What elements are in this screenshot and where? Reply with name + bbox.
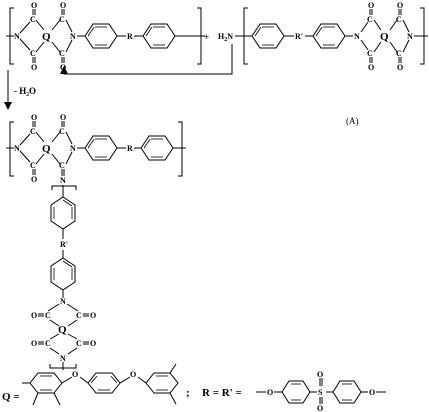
svg-text:O: O [31,113,37,122]
svg-text:R = R' =: R = R' = [202,387,242,399]
svg-text:C: C [59,49,65,58]
svg-text:N: N [14,144,20,153]
svg-text:N: N [60,354,66,363]
svg-text:C: C [367,15,373,24]
svg-text:C: C [59,161,65,170]
svg-text:N: N [70,144,76,153]
svg-text:N: N [60,297,66,306]
svg-text:N: N [354,32,360,41]
reactant-polyimide: N C C O O Q C C O O N R [6,1,205,72]
legend-separator: ; [186,387,190,399]
svg-text:O: O [72,370,78,379]
plus-sign: + [204,32,209,42]
svg-text:Q: Q [42,31,51,43]
svg-text:O: O [60,63,66,72]
svg-text:O: O [317,370,323,379]
svg-text:C: C [367,49,373,58]
svg-text:H2N: H2N [218,32,233,43]
svg-text:O: O [369,388,375,397]
svg-text:C: C [45,311,51,320]
svg-text:R': R' [295,32,303,41]
svg-text:Q: Q [58,324,67,336]
svg-text:N: N [60,176,66,185]
svg-text:C: C [30,161,36,170]
svg-text:O: O [31,311,37,320]
svg-text:O: O [90,311,96,320]
product-label: (A) [346,116,359,126]
svg-text:R': R' [60,240,68,249]
svg-text:O: O [368,63,374,72]
product-structure: N C C O O Q C C O N N R [6,113,186,370]
svg-text:Q: Q [380,31,389,43]
svg-text:O: O [60,113,66,122]
svg-text:O: O [31,339,37,348]
svg-text:O: O [60,1,66,10]
svg-text:C: C [76,311,82,320]
svg-text:O: O [368,1,374,10]
svg-text:C: C [30,127,36,136]
svg-text:N: N [70,32,76,41]
svg-text:C: C [30,49,36,58]
svg-text:Q =: Q = [2,391,20,403]
svg-text:C: C [59,15,65,24]
svg-text:O: O [267,388,273,397]
r-definition: R = R' = O S O O O [202,370,386,412]
attack-arrow [60,44,233,75]
svg-text:O: O [31,63,37,72]
q-definition: Q = O O [2,363,179,406]
svg-text:S: S [318,388,323,397]
svg-text:C: C [396,49,402,58]
svg-text:R: R [127,144,133,153]
svg-text:O: O [397,63,403,72]
svg-text:R: R [127,32,133,41]
svg-text:Q: Q [42,143,51,155]
water-elimination-label: - H₂O [14,86,36,96]
svg-text:O: O [317,404,323,412]
svg-text:O: O [31,1,37,10]
svg-text:C: C [45,339,51,348]
svg-text:C: C [30,15,36,24]
svg-text:O: O [130,370,136,379]
svg-text:O: O [31,175,37,184]
svg-text:N: N [14,32,20,41]
svg-text:C: C [76,339,82,348]
svg-text:O: O [90,339,96,348]
svg-text:C: C [396,15,402,24]
svg-text:N: N [407,32,413,41]
reactant-amine: H2N R' N C C O O Q C C O O [218,1,428,72]
svg-text:C: C [59,127,65,136]
svg-text:O: O [397,1,403,10]
